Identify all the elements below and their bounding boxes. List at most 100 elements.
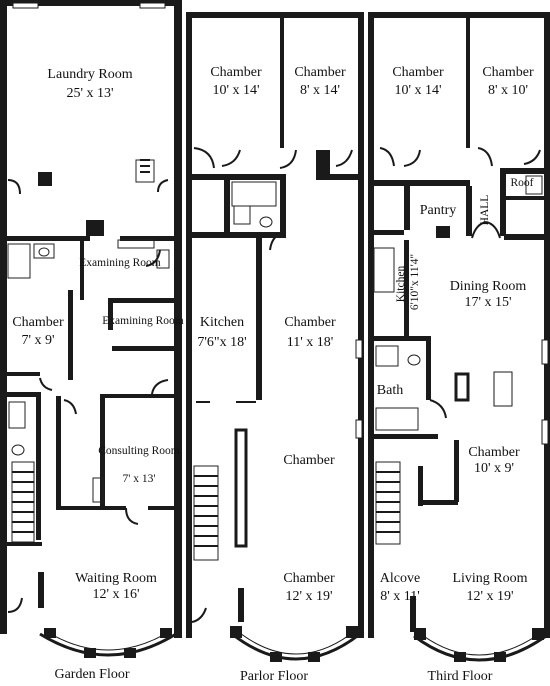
room-label: Chamber — [392, 65, 444, 80]
wall — [0, 236, 90, 241]
floor-label: Third Floor — [428, 669, 493, 684]
wall — [500, 196, 550, 200]
wall — [454, 440, 459, 502]
room-size: 7'6"x 18' — [197, 335, 246, 350]
wall — [368, 12, 374, 638]
wall — [418, 500, 458, 505]
wall — [36, 392, 41, 540]
wall — [0, 392, 40, 397]
wall — [186, 12, 364, 18]
room-label: Examining Room — [79, 257, 161, 269]
room-label: Bath — [377, 383, 403, 398]
wall — [86, 220, 104, 236]
room-size: 25' x 13' — [66, 86, 113, 101]
room-size: 8' x 11' — [380, 589, 420, 604]
wall — [0, 372, 40, 376]
room-label: Kitchen — [200, 315, 244, 330]
wall — [100, 396, 105, 508]
room-label: Pantry — [420, 203, 457, 218]
room-label: Examining Room — [102, 315, 184, 327]
wall — [368, 434, 438, 439]
wall — [68, 290, 73, 380]
wall — [308, 652, 320, 662]
wall — [84, 648, 96, 658]
room-size: 12' x 19' — [466, 589, 513, 604]
wall — [404, 186, 410, 230]
wall — [56, 506, 126, 510]
room-size: 10' x 14' — [212, 83, 259, 98]
wall — [358, 12, 364, 638]
room-size: 12' x 16' — [92, 587, 139, 602]
wall — [544, 12, 550, 638]
wall — [230, 626, 242, 638]
wall — [316, 174, 364, 180]
room-label: Consulting Room — [98, 445, 180, 457]
room-size: 7' x 9' — [21, 333, 54, 348]
room-size: 11' x 18' — [287, 335, 334, 350]
garden-floor-plan: Laundry Room 25' x 13' Examining Room Ex… — [0, 0, 184, 682]
wall — [108, 298, 176, 303]
wall — [368, 336, 428, 341]
wall — [504, 234, 550, 240]
wall — [186, 12, 192, 638]
wall — [280, 18, 284, 148]
wall — [38, 172, 52, 186]
wall — [112, 346, 176, 351]
wall — [346, 626, 358, 638]
wall — [500, 168, 550, 174]
wall — [0, 0, 182, 6]
wall — [454, 652, 466, 662]
room-size: 12' x 19' — [285, 589, 332, 604]
wall — [368, 180, 470, 186]
room-label: Chamber — [210, 65, 262, 80]
wall — [410, 596, 416, 632]
wall — [404, 240, 409, 336]
third-floor-plan: Chamber 10' x 14' Chamber 8' x 10' Pantr… — [368, 12, 550, 684]
wall — [238, 588, 244, 622]
wall — [148, 506, 176, 510]
wall — [368, 230, 404, 235]
wall — [368, 12, 550, 18]
wall — [466, 18, 470, 148]
wall — [256, 238, 262, 400]
floor-label: Parlor Floor — [240, 669, 308, 684]
wall — [224, 180, 230, 232]
room-label: Waiting Room — [75, 571, 157, 586]
room-label: Chamber — [12, 315, 64, 330]
wall — [0, 0, 7, 634]
wall — [418, 466, 423, 506]
room-size: 6'10"x 11'4" — [409, 254, 421, 310]
room-label: HALL — [479, 195, 491, 226]
wall — [174, 0, 182, 638]
wall — [270, 652, 282, 662]
wall — [414, 628, 426, 640]
room-label: Chamber — [482, 65, 534, 80]
room-label: Roof — [511, 177, 534, 189]
room-label: Kitchen — [395, 266, 407, 303]
room-label: Dining Room — [450, 279, 527, 294]
room-size: 7' x 13' — [123, 473, 156, 485]
wall — [532, 628, 544, 640]
wall — [108, 298, 113, 330]
wall — [186, 174, 286, 180]
wall — [500, 174, 506, 236]
room-label: Alcove — [380, 571, 420, 586]
wall — [0, 542, 42, 546]
wall — [38, 572, 44, 608]
wall — [494, 652, 506, 662]
wall — [44, 628, 56, 638]
room-size: 8' x 14' — [300, 83, 340, 98]
parlor-floor-plan: Chamber 10' x 14' Chamber 8' x 14' Kitch… — [186, 12, 364, 684]
room-label: Chamber — [283, 571, 335, 586]
room-label: Chamber — [468, 445, 520, 460]
wall — [100, 394, 176, 398]
floor-label: Garden Floor — [54, 667, 129, 682]
wall — [186, 232, 286, 238]
wall — [124, 648, 136, 658]
room-label: Living Room — [452, 571, 527, 586]
wall — [280, 180, 286, 232]
wall — [80, 240, 84, 300]
wall — [426, 336, 431, 400]
wall — [120, 236, 175, 241]
